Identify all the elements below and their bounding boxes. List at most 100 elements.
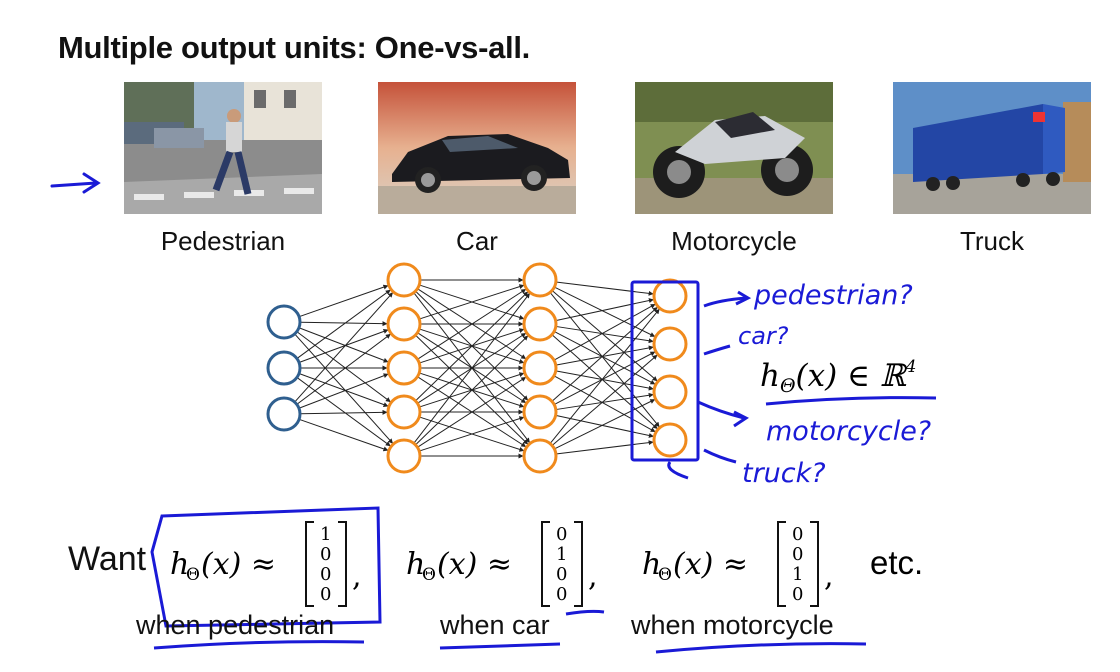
vector-entry: 0 bbox=[556, 524, 567, 545]
eq-etc: etc. bbox=[870, 544, 923, 581]
formula-h: hΘ(x) ∈ ℝ4 bbox=[760, 357, 916, 397]
input-node bbox=[266, 396, 302, 432]
vector-entry: 1 bbox=[320, 524, 331, 545]
formula-underline bbox=[765, 396, 937, 406]
eq-theta: Θ bbox=[186, 565, 200, 585]
network-edge bbox=[555, 414, 654, 438]
eq-arg: (x) ≈ bbox=[437, 547, 512, 582]
vector-entry: 0 bbox=[792, 524, 803, 545]
hidden-node bbox=[386, 262, 422, 298]
vector-bracket bbox=[777, 521, 819, 607]
label-pedestrian: Pedestrian bbox=[160, 226, 286, 256]
network-edge bbox=[555, 325, 654, 344]
truck-photo bbox=[893, 82, 1091, 214]
vector-entry: 0 bbox=[792, 544, 803, 565]
network-edge bbox=[298, 418, 389, 452]
condition-car: when car bbox=[440, 610, 550, 640]
output-node bbox=[652, 326, 688, 362]
network-edge bbox=[555, 370, 654, 391]
vector-entry: 0 bbox=[792, 584, 803, 605]
annotation-car: car? bbox=[738, 322, 789, 350]
output-box bbox=[630, 280, 700, 462]
eq-arg: (x) ≈ bbox=[201, 547, 276, 582]
hidden-node bbox=[386, 394, 422, 430]
network-edge bbox=[299, 409, 388, 415]
want-highlight-box bbox=[150, 506, 382, 628]
vector-entry: 0 bbox=[556, 564, 567, 585]
network-edge bbox=[299, 321, 388, 327]
hidden-node bbox=[522, 394, 558, 430]
annotation-motorcycle: motorcycle? bbox=[766, 416, 931, 447]
network-edge bbox=[417, 376, 527, 448]
hand-arrow-left bbox=[50, 172, 101, 194]
condition-pedestrian: when pedestrian bbox=[136, 610, 335, 640]
eq-comma: , bbox=[588, 559, 598, 594]
underline-motorcycle bbox=[655, 642, 867, 654]
network-edge bbox=[296, 333, 391, 405]
network-edge bbox=[554, 399, 656, 450]
eq-theta: Θ bbox=[658, 565, 672, 585]
annotation-pedestrian: pedestrian? bbox=[753, 280, 913, 311]
network-edge bbox=[549, 308, 660, 444]
output-node bbox=[652, 374, 688, 410]
eq-arg: (x) ≈ bbox=[673, 547, 748, 582]
annotation-truck: truck? bbox=[742, 458, 826, 489]
network-edge bbox=[551, 290, 658, 382]
eq-h: h bbox=[170, 547, 189, 582]
hidden-node bbox=[522, 306, 558, 342]
network-edge bbox=[419, 416, 525, 452]
network-edge bbox=[413, 293, 531, 444]
eq-theta: Θ bbox=[422, 565, 436, 585]
network-edge bbox=[551, 334, 658, 430]
hidden-node bbox=[386, 306, 422, 342]
underline-car bbox=[439, 642, 561, 650]
network-edge bbox=[555, 440, 654, 455]
label-motorcycle: Motorcycle bbox=[671, 226, 797, 256]
network-edge bbox=[417, 288, 527, 360]
underline-vec2 bbox=[565, 609, 605, 616]
motorcycle-photo bbox=[635, 82, 833, 214]
network-edge bbox=[296, 377, 391, 447]
network-edge bbox=[296, 331, 391, 403]
network-edge bbox=[553, 351, 656, 406]
network-edge bbox=[553, 303, 656, 361]
vector-entry: 0 bbox=[556, 584, 567, 605]
eq-comma: , bbox=[352, 559, 362, 594]
slide-title: Multiple output units: One-vs-all. bbox=[58, 30, 530, 65]
network-edge bbox=[551, 306, 658, 402]
network-edge bbox=[555, 281, 654, 296]
network-edge bbox=[294, 292, 394, 403]
hidden-node bbox=[386, 350, 422, 386]
hidden-node bbox=[522, 350, 558, 386]
network-edge bbox=[551, 354, 658, 446]
network-edge bbox=[415, 335, 529, 446]
network-edge bbox=[298, 373, 389, 409]
label-car: Car bbox=[456, 226, 498, 256]
vector-entry: 0 bbox=[320, 544, 331, 565]
network-edge bbox=[296, 289, 391, 359]
network-edge bbox=[555, 345, 654, 366]
want-word: Want bbox=[68, 540, 147, 578]
hidden-node bbox=[522, 438, 558, 474]
vector-bracket bbox=[541, 521, 583, 607]
network-edge bbox=[298, 329, 389, 363]
pedestrian-photo bbox=[124, 82, 322, 214]
network-edge bbox=[549, 292, 660, 428]
network-edge bbox=[298, 284, 389, 318]
network-edge bbox=[553, 330, 656, 385]
label-truck: Truck bbox=[959, 226, 1025, 256]
vector-entry: 0 bbox=[320, 564, 331, 585]
input-node bbox=[266, 350, 302, 386]
hand-hook bbox=[667, 461, 689, 480]
vector-entry: 0 bbox=[320, 584, 331, 605]
vector-bracket bbox=[305, 521, 347, 607]
vector-entry: 1 bbox=[556, 544, 567, 565]
network-edge bbox=[298, 373, 389, 407]
input-node bbox=[266, 304, 302, 340]
network-edge bbox=[298, 327, 389, 363]
hidden-node bbox=[386, 438, 422, 474]
network-edge bbox=[415, 291, 529, 402]
network-edge bbox=[555, 392, 654, 411]
vector-entry: 1 bbox=[792, 564, 803, 585]
